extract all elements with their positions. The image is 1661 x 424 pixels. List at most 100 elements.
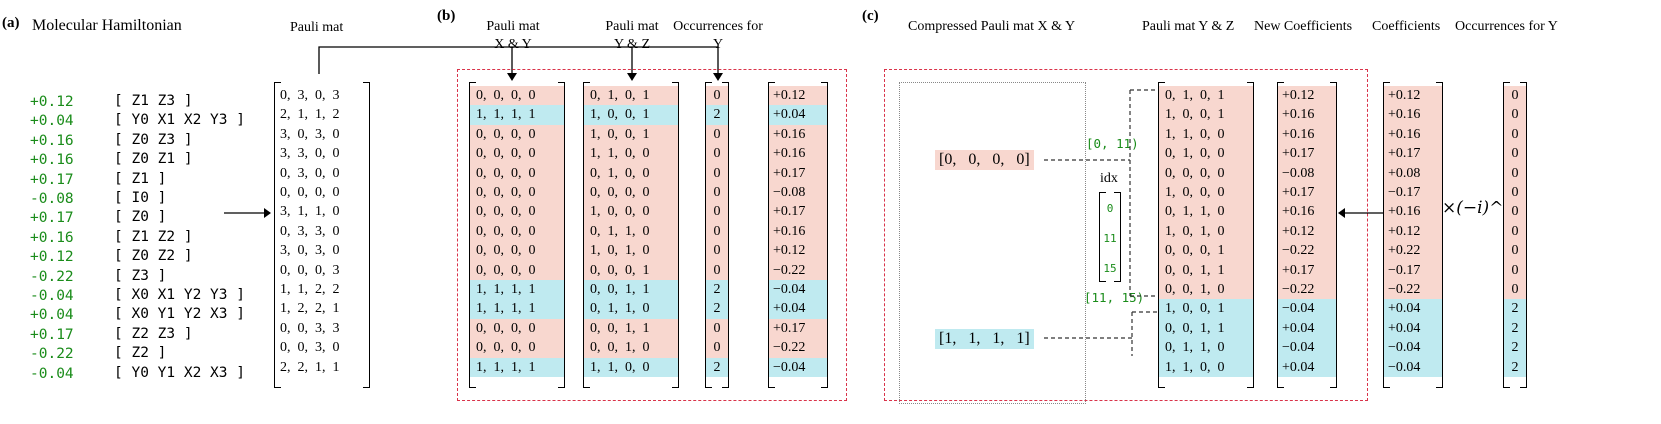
c-yz-row-10: 0, 0, 1, 0 <box>1158 280 1254 300</box>
c-yz-row-5: 1, 0, 0, 0 <box>1158 183 1254 203</box>
yz-row-2: 1, 0, 0, 1 <box>583 124 679 145</box>
term-operator: [ X0 X1 Y2 Y3 ] <box>114 287 245 303</box>
pauli-row-5: 0, 0, 0, 0 <box>280 185 340 200</box>
term-operator: [ Z1 Z2 ] <box>114 228 193 245</box>
new-coef-row-14: +0.04 <box>1277 357 1337 377</box>
new-coef-row-0: +0.12 <box>1277 86 1337 106</box>
occ-row-6: 0 <box>705 202 729 222</box>
new-coef-row-8: −0.22 <box>1277 241 1337 261</box>
hamiltonian-title: Molecular Hamiltonian <box>32 17 182 34</box>
c-occ-row-10: 0 <box>1503 280 1527 300</box>
yz-row-14: 1, 1, 0, 0 <box>583 357 679 377</box>
new-coef-row-9: +0.17 <box>1277 260 1337 280</box>
new-coef-row-6: +0.16 <box>1277 202 1337 222</box>
title-xy-line1: Pauli mat <box>486 19 540 34</box>
xy-row-7: 0, 0, 0, 0 <box>469 221 565 242</box>
occ-row-13: 0 <box>705 338 729 358</box>
c-coef-row-9: −0.17 <box>1383 260 1443 280</box>
c-occ-row-6: 0 <box>1503 202 1527 222</box>
term-coefficient: +0.12 <box>30 249 74 266</box>
range-1: [11, 15) <box>1084 290 1145 305</box>
c-yz-row-2: 1, 1, 0, 0 <box>1158 124 1254 145</box>
hamiltonian-term: -0.04[ X0 X1 Y2 Y3 ] <box>30 286 245 305</box>
xy-row-8: 0, 0, 0, 0 <box>469 241 565 261</box>
c-coef-row-13: −0.04 <box>1383 338 1443 358</box>
term-coefficient: +0.04 <box>30 113 74 130</box>
idx-entry-0: 0 <box>1106 202 1114 215</box>
title-xy-line2: X & Y <box>494 37 532 52</box>
c-coef-row-7: +0.12 <box>1383 221 1443 242</box>
c-occ-row-3: 0 <box>1503 144 1527 164</box>
c-yz-row-6: 0, 1, 1, 0 <box>1158 202 1254 222</box>
hamiltonian-term: +0.12[ Z0 Z2 ] <box>30 247 193 266</box>
c-coef-row-4: +0.08 <box>1383 163 1443 183</box>
c-coef-row-11: +0.04 <box>1383 299 1443 319</box>
yz-row-3: 1, 1, 0, 0 <box>583 144 679 164</box>
occ-row-11: 2 <box>705 299 729 319</box>
coef-row-4: +0.17 <box>768 163 828 183</box>
occ-row-10: 2 <box>705 280 729 300</box>
new-coef-row-7: +0.12 <box>1277 221 1337 242</box>
term-operator: [ Z1 ] <box>114 170 167 187</box>
hamiltonian-term: +0.16[ Z0 Z1 ] <box>30 150 193 169</box>
term-coefficient: +0.17 <box>30 171 74 188</box>
xy-row-4: 0, 0, 0, 0 <box>469 163 565 183</box>
hamiltonian-term: -0.22[ Z3 ] <box>30 267 166 286</box>
xy-row-11: 1, 1, 1, 1 <box>469 299 565 319</box>
xy-row-2: 0, 0, 0, 0 <box>469 124 565 145</box>
c-coef-row-0: +0.12 <box>1383 86 1443 106</box>
xy-row-1: 1, 1, 1, 1 <box>469 105 565 125</box>
pauli-row-9: 0, 0, 0, 3 <box>280 262 340 278</box>
coef-row-9: −0.22 <box>768 260 828 280</box>
term-operator: [ Z0 Z3 ] <box>114 131 193 148</box>
new-coef-row-5: +0.17 <box>1277 183 1337 203</box>
coef-row-7: +0.16 <box>768 221 828 242</box>
new-coef-row-13: −0.04 <box>1277 338 1337 358</box>
occ-row-4: 0 <box>705 163 729 183</box>
pauli-row-10: 1, 1, 2, 2 <box>280 282 340 297</box>
yz-row-5: 0, 0, 0, 0 <box>583 183 679 203</box>
occ-row-8: 0 <box>705 241 729 261</box>
coef-row-5: −0.08 <box>768 183 828 203</box>
c-occ-row-1: 0 <box>1503 105 1527 125</box>
panel-c-frame <box>884 69 1368 401</box>
title-yz-line2: Y & Z <box>613 37 651 52</box>
compressed-row-1: [1, 1, 1, 1] <box>935 329 1034 349</box>
hamiltonian-term: -0.08[ I0 ] <box>30 189 166 208</box>
c-yz-row-3: 0, 1, 0, 0 <box>1158 144 1254 164</box>
c-coef-row-6: +0.16 <box>1383 202 1443 222</box>
term-operator: [ X0 Y1 Y2 X3 ] <box>114 306 245 323</box>
c-coef-row-2: +0.16 <box>1383 124 1443 145</box>
term-operator: [ Z1 Z3 ] <box>114 93 193 109</box>
occ-row-3: 0 <box>705 144 729 164</box>
xy-row-13: 0, 0, 0, 0 <box>469 338 565 358</box>
new-coef-row-12: +0.04 <box>1277 318 1337 339</box>
pauli-row-7: 0, 3, 3, 0 <box>280 223 340 239</box>
c-occ-row-12: 2 <box>1503 318 1527 339</box>
occ-row-1: 2 <box>705 105 729 125</box>
occ-row-9: 0 <box>705 260 729 280</box>
xy-row-0: 0, 0, 0, 0 <box>469 86 565 106</box>
term-coefficient: +0.16 <box>30 229 74 246</box>
title-yz: Pauli mat Y & Z <box>582 18 682 54</box>
coef-row-10: −0.04 <box>768 280 828 300</box>
term-operator: [ Z0 Z1 ] <box>114 151 193 168</box>
term-operator: [ I0 ] <box>114 190 167 206</box>
coef-row-6: +0.17 <box>768 202 828 222</box>
pauli-row-2: 3, 0, 3, 0 <box>280 126 340 142</box>
panel-b-label: (b) <box>437 8 456 24</box>
panel-a-label: (a) <box>2 15 20 31</box>
xy-row-5: 0, 0, 0, 0 <box>469 183 565 203</box>
compressed-row-0: [0, 0, 0, 0] <box>935 150 1034 170</box>
xy-row-10: 1, 1, 1, 1 <box>469 280 565 300</box>
term-coefficient: -0.04 <box>30 365 74 382</box>
c-occ-row-0: 0 <box>1503 86 1527 106</box>
title-xy: Pauli mat X & Y <box>463 18 563 54</box>
hamiltonian-term: -0.04[ Y0 Y1 X2 X3 ] <box>30 364 245 383</box>
term-coefficient: +0.12 <box>30 94 74 110</box>
occ-row-12: 0 <box>705 318 729 339</box>
c-coefficients-vector: +0.12+0.16+0.16+0.17+0.08−0.17+0.16+0.12… <box>1383 82 1443 388</box>
title-coef: Coefficients <box>1372 19 1441 34</box>
